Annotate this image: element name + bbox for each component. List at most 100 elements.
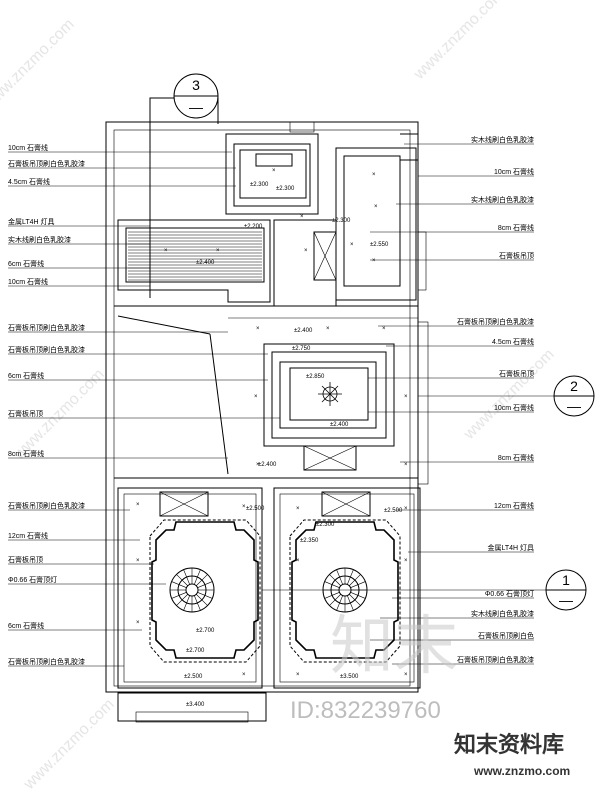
rosette-spoke: [171, 592, 187, 599]
section-marker-3-sheet: —: [189, 99, 203, 115]
light-mark: ×: [404, 558, 408, 564]
right-label: Φ0.66 石膏顶灯: [485, 589, 534, 598]
watermark-brand-url: www.znzmo.com: [473, 764, 570, 778]
right-label: 8cm 石膏线: [498, 453, 534, 462]
light-mark: ×: [242, 672, 246, 678]
light-mark: ×: [296, 558, 300, 564]
rosette-spoke: [347, 569, 354, 585]
background-watermarks: www.znzmo.com www.znzmo.com www.znzmo.co…: [0, 0, 558, 794]
right-window-small: [417, 231, 427, 291]
bedroom-right-fixture-x2: [321, 491, 371, 517]
light-mark: ×: [256, 326, 260, 332]
elevation-tag: ±2.750: [292, 346, 311, 352]
bedroom-left-ornament-frame: [151, 521, 259, 659]
elevation-tag: ±2.300: [276, 186, 295, 192]
bedroom-right-fixture: [321, 491, 371, 517]
light-mark: ×: [272, 168, 276, 174]
rosette-spokes: [170, 568, 367, 612]
light-mark: ×: [296, 506, 300, 512]
left-label: 石膏板吊顶刷白色乳胶漆: [8, 159, 85, 168]
bottom-bay-window: [135, 711, 249, 723]
upper-right-notch: [400, 133, 419, 161]
right-label: 实木线刷白色乳胶漆: [471, 195, 534, 204]
left-label: 实木线刷白色乳胶漆: [8, 235, 71, 244]
rosette-spoke: [349, 594, 361, 606]
light-mark: ×: [404, 462, 408, 468]
right-label: 8cm 石膏线: [498, 223, 534, 232]
rosette-spoke: [194, 569, 201, 585]
bedroom-left-fixture: [159, 491, 209, 517]
light-mark: ×: [256, 462, 260, 468]
elevation-tag: ±2.300: [250, 182, 269, 188]
hatch-pattern: [128, 231, 262, 281]
right-label: 10cm 石膏线: [494, 403, 534, 412]
rosette-spoke: [171, 581, 187, 588]
left-label: 6cm 石膏线: [8, 371, 44, 380]
section-marker-1-sheet: —: [559, 592, 573, 608]
rosette-spoke: [197, 581, 213, 588]
left-label: 8cm 石膏线: [8, 449, 44, 458]
elevation-tag: ±2.400: [294, 328, 313, 334]
rosette-spoke: [176, 594, 188, 606]
elevation-tag: ±2.500: [384, 508, 403, 514]
light-mark: ×: [136, 502, 140, 508]
bedroom-left: [117, 487, 263, 689]
upper-right-inner: [343, 155, 401, 287]
left-label: 石膏板吊顶刷白色乳胶漆: [8, 657, 85, 666]
elevation-tag: ±2.300: [332, 218, 351, 224]
elevation-tag: ±2.700: [196, 628, 215, 634]
right-label: 实木线刷白色乳胶漆: [471, 609, 534, 618]
rosette-spoke: [347, 595, 354, 611]
top-door: [289, 121, 315, 133]
elevation-tag: ±2.400: [196, 260, 215, 266]
left-label: 6cm 石膏线: [8, 259, 44, 268]
right-label: 石膏板吊顶刷白色乳胶漆: [457, 317, 534, 326]
rosette-spoke: [336, 595, 343, 611]
light-mark: ×: [372, 172, 376, 178]
bedroom-left-rosette-core: [185, 583, 199, 597]
section-marker-3-number: 3: [192, 77, 200, 93]
bath-room-inner: [233, 143, 311, 207]
light-mark: ×: [296, 672, 300, 678]
right-label: 金属LT4H 灯具: [487, 543, 534, 552]
light-mark: ×: [382, 326, 386, 332]
section-marker-1: 1 —: [262, 569, 587, 611]
watermark-diag-4: www.znzmo.com: [460, 346, 558, 444]
elevation-tag: ±2.700: [186, 648, 205, 654]
rosette-spoke: [350, 581, 366, 588]
light-mark: ×: [374, 204, 378, 210]
left-label: 4.5cm 石膏线: [8, 177, 50, 186]
leader-lines-right: [368, 143, 534, 665]
light-mark: ×: [404, 672, 408, 678]
light-mark: ×: [350, 242, 354, 248]
elevation-tags: ±2.300±2.300±2.200±2.300±2.550±2.400±2.4…: [184, 182, 403, 708]
light-mark: ×: [136, 558, 140, 564]
right-label: 4.5cm 石膏线: [492, 337, 534, 346]
light-mark: ×: [404, 394, 408, 400]
bedroom-right-ornament-inner: [289, 519, 401, 663]
right-label: 石膏板吊顶刷白色乳胶漆: [457, 655, 534, 664]
section-3-line: [149, 97, 182, 298]
left-label: 石膏板吊顶刷白色乳胶漆: [8, 323, 85, 332]
rosette-spoke: [196, 574, 208, 586]
elevation-tag: ±2.500: [184, 674, 203, 680]
living-inner-frame: [279, 361, 377, 429]
rosette-spoke: [324, 581, 340, 588]
right-label: 实木线刷白色乳胶漆: [471, 135, 534, 144]
section-marker-3: 3 —: [173, 73, 219, 119]
living-middle: [271, 351, 387, 439]
section-marker-2-sheet: —: [567, 398, 581, 414]
elevation-tag: ±2.350: [300, 538, 319, 544]
elevation-tag: ±3.500: [340, 674, 359, 680]
light-mark: ×: [136, 620, 140, 626]
watermark-logo: 知末: [330, 610, 458, 684]
corridor-room: [273, 219, 337, 307]
bath-light: [255, 153, 293, 167]
light-mark: ×: [300, 214, 304, 220]
left-label: 石膏板吊顶: [8, 555, 43, 564]
living-light: [318, 382, 342, 406]
left-label: 10cm 石膏线: [8, 277, 48, 286]
